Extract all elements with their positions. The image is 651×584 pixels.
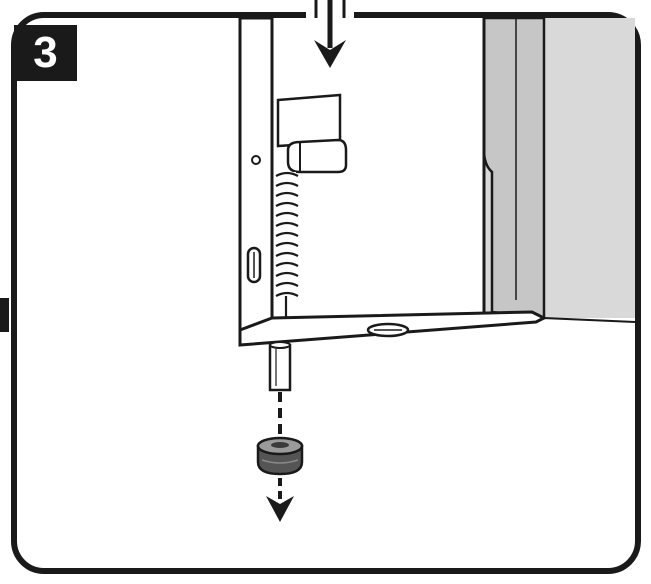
bottom-plate xyxy=(238,310,548,347)
bracket-body xyxy=(238,16,486,332)
adjacent-housing xyxy=(482,16,636,323)
rubber-bumper xyxy=(256,436,304,476)
step-number-badge: 3 xyxy=(14,25,77,81)
arrow-down-icon xyxy=(314,0,346,68)
mounting-hole xyxy=(251,155,261,165)
arrow-down-dashed-icon xyxy=(266,478,294,522)
side-slot xyxy=(246,246,262,284)
guide-pin xyxy=(268,341,292,392)
spring xyxy=(275,171,299,318)
frame-tab xyxy=(0,298,9,332)
